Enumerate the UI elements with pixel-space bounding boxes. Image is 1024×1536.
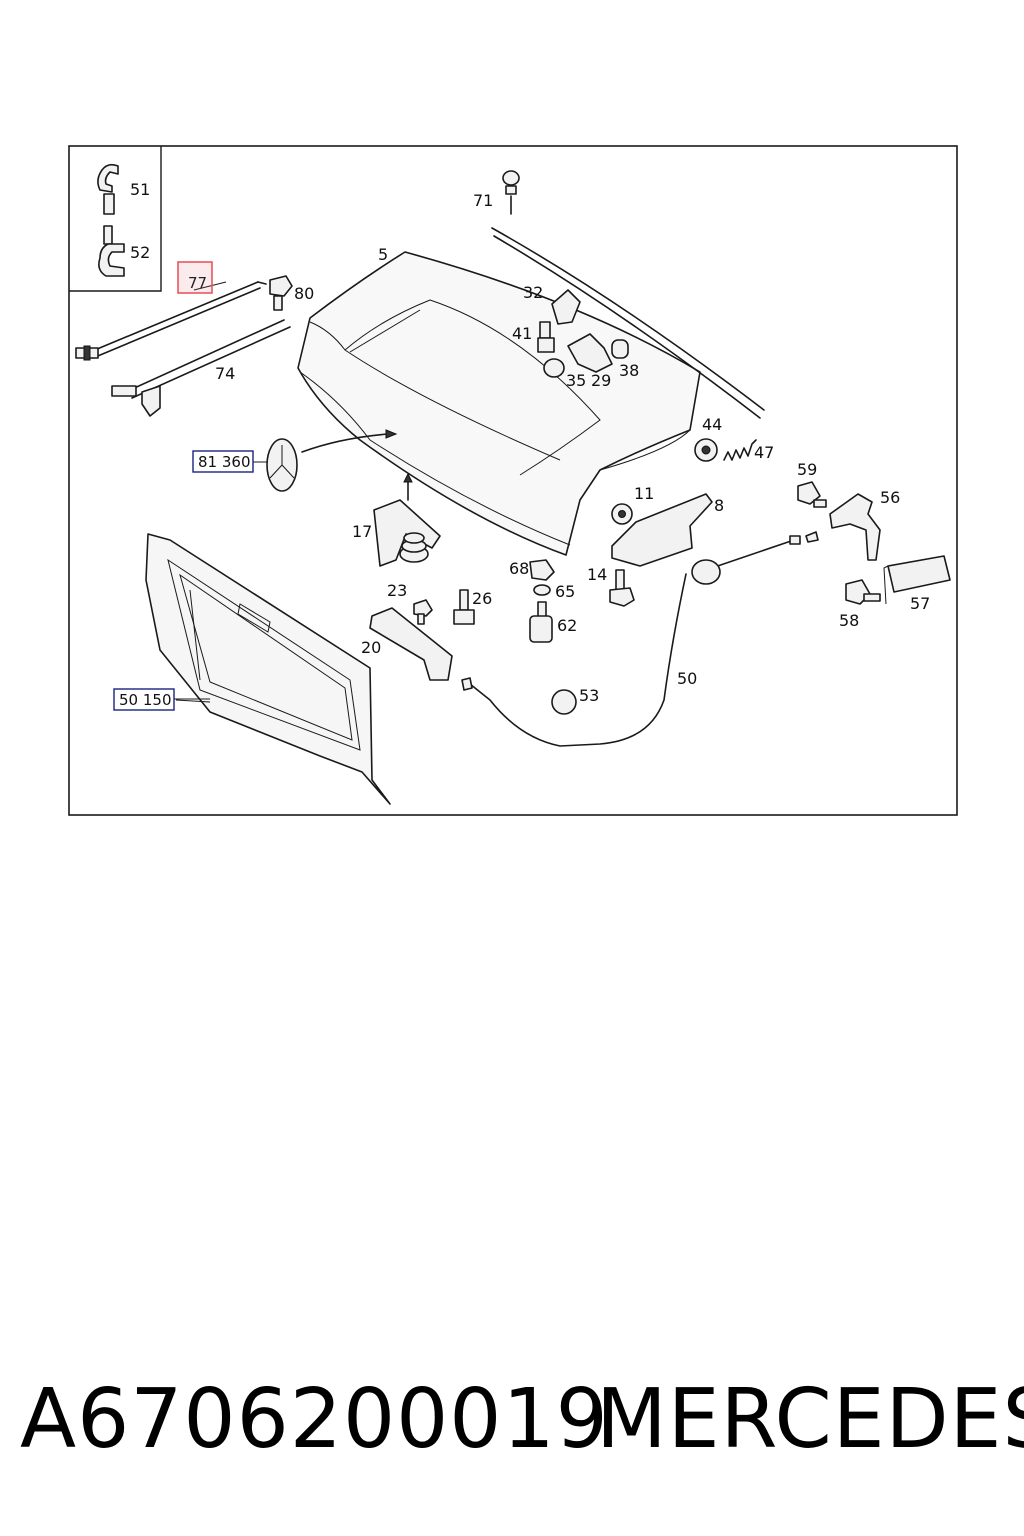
seal-strip-71[interactable] bbox=[491, 170, 765, 419]
bolt-small[interactable] bbox=[413, 599, 433, 625]
label-35: 35 bbox=[566, 371, 586, 390]
label-26: 26 bbox=[472, 589, 492, 608]
latch-plate-20[interactable] bbox=[369, 607, 453, 681]
part-number: A6706200019 bbox=[20, 1372, 609, 1467]
grille-panel-50150[interactable] bbox=[145, 533, 391, 805]
bolt-80[interactable] bbox=[269, 275, 293, 311]
label-11: 11 bbox=[634, 484, 654, 503]
hinge-8[interactable] bbox=[611, 493, 713, 567]
label-80: 80 bbox=[294, 284, 314, 303]
label-38: 38 bbox=[619, 361, 639, 380]
lock-29[interactable] bbox=[567, 333, 613, 373]
bracket-57[interactable] bbox=[887, 555, 951, 593]
label-74: 74 bbox=[215, 364, 235, 383]
spring-47[interactable] bbox=[723, 439, 757, 461]
ref-label-50150: 50 150 bbox=[119, 691, 172, 709]
label-47: 47 bbox=[754, 443, 774, 462]
label-44: 44 bbox=[702, 415, 722, 434]
label-65: 65 bbox=[555, 582, 575, 601]
label-53: 53 bbox=[579, 686, 599, 705]
cable-50[interactable] bbox=[461, 531, 819, 747]
brand-name: MERCEDES bbox=[596, 1372, 1024, 1467]
inset-box bbox=[69, 146, 162, 292]
nut-68[interactable] bbox=[529, 559, 555, 581]
label-14: 14 bbox=[587, 565, 607, 584]
label-17: 17 bbox=[352, 522, 372, 541]
bolt-59[interactable] bbox=[797, 481, 827, 508]
hood-5[interactable] bbox=[297, 251, 701, 556]
cable-77[interactable] bbox=[75, 281, 267, 361]
label-52: 52 bbox=[130, 243, 150, 262]
parts-diagram: 51 52 77 80 74 5 71 32 41 35 29 38 44 47… bbox=[68, 145, 958, 816]
bolt-41[interactable] bbox=[537, 321, 555, 353]
grommet-53[interactable] bbox=[551, 689, 577, 715]
label-32: 32 bbox=[523, 283, 543, 302]
bracket-32[interactable] bbox=[551, 289, 581, 325]
ref-box-50150 bbox=[113, 688, 175, 711]
label-77: 77 bbox=[188, 274, 207, 292]
footer: A6706200019 MERCEDES bbox=[0, 1360, 1024, 1480]
label-57: 57 bbox=[910, 594, 930, 613]
star-washer-44[interactable] bbox=[694, 438, 718, 462]
label-51: 51 bbox=[130, 180, 150, 199]
spring-23[interactable] bbox=[399, 532, 429, 563]
label-29: 29 bbox=[591, 371, 611, 390]
bolt-14[interactable] bbox=[609, 569, 635, 607]
label-41: 41 bbox=[512, 324, 532, 343]
strap-74[interactable] bbox=[111, 319, 291, 417]
diagram-frame bbox=[68, 145, 958, 816]
label-56: 56 bbox=[880, 488, 900, 507]
ref-label-81360: 81 360 bbox=[198, 453, 251, 471]
label-8: 8 bbox=[714, 496, 724, 515]
label-58: 58 bbox=[839, 611, 859, 630]
bolt-58[interactable] bbox=[845, 579, 881, 605]
label-59: 59 bbox=[797, 460, 817, 479]
bolt-26[interactable] bbox=[453, 589, 475, 625]
label-50: 50 bbox=[677, 669, 697, 688]
label-23: 23 bbox=[387, 581, 407, 600]
washer-65[interactable] bbox=[533, 584, 551, 596]
label-68: 68 bbox=[509, 559, 529, 578]
bumper-62[interactable] bbox=[529, 601, 553, 643]
label-71: 71 bbox=[473, 191, 493, 210]
emblem-81360[interactable] bbox=[266, 429, 398, 492]
bushing-38[interactable] bbox=[611, 339, 629, 359]
label-5: 5 bbox=[378, 245, 388, 264]
clip-52[interactable] bbox=[98, 225, 125, 277]
label-20: 20 bbox=[361, 638, 381, 657]
clip-51[interactable] bbox=[97, 163, 119, 215]
washer-35[interactable] bbox=[543, 358, 565, 378]
label-62: 62 bbox=[557, 616, 577, 635]
highlight-box-77 bbox=[177, 261, 213, 294]
ref-box-81360 bbox=[192, 450, 254, 473]
star-washer-11[interactable] bbox=[611, 503, 633, 525]
handle-56[interactable] bbox=[829, 493, 881, 561]
